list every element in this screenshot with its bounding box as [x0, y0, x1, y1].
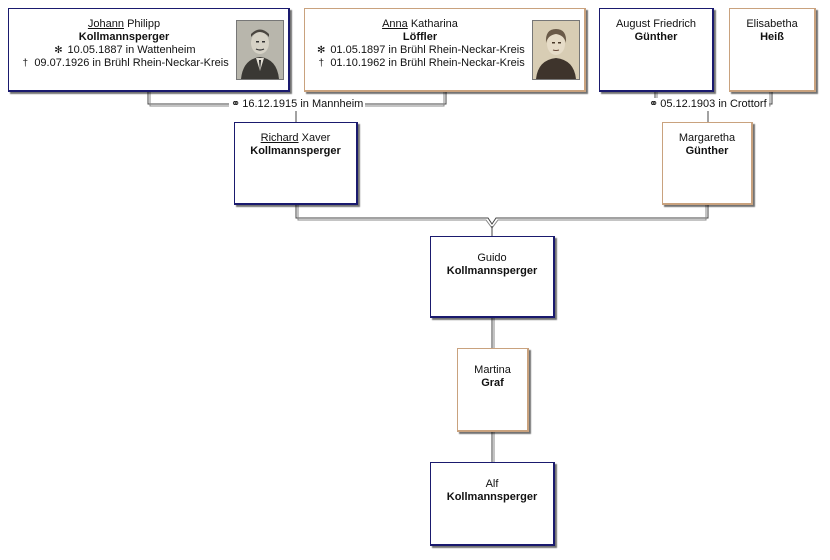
person-box-johann[interactable]: Johann Philipp Kollmannsperger ✻ 10.05.1…: [8, 8, 290, 92]
surname: Graf: [481, 377, 504, 389]
given-name-rest: Philipp: [127, 18, 161, 30]
death-text: 01.10.1962 in Brühl Rhein-Neckar-Kreis: [330, 57, 525, 69]
given-name-rest: Xaver: [301, 132, 331, 144]
person-box-anna[interactable]: Anna Katharina Löffler ✻ 01.05.1897 in B…: [304, 8, 586, 92]
person-box-guido[interactable]: Guido Kollmannsperger: [430, 236, 555, 318]
person-box-elisabetha[interactable]: Elisabetha Heiß: [729, 8, 816, 92]
surname: Kollmannsperger: [446, 491, 538, 503]
given-name-rest: Alf: [485, 478, 499, 490]
given-name-rest: Elisabetha: [746, 18, 798, 30]
given-name-primary: Anna: [382, 18, 408, 30]
death-symbol: †: [318, 58, 325, 69]
given-name-rest: August Friedrich: [615, 18, 697, 30]
person-box-martina[interactable]: Martina Graf: [457, 348, 529, 432]
person-box-margaretha[interactable]: Margaretha Günther: [662, 122, 753, 205]
given-name-rest: Guido: [477, 252, 507, 264]
given-name-rest: Katharina: [410, 18, 458, 30]
person-box-august[interactable]: August Friedrich Günther: [599, 8, 714, 92]
given-name-rest: Margaretha: [678, 132, 736, 144]
surname: Günther: [685, 145, 729, 157]
portrait-photo-anna[interactable]: [532, 20, 580, 80]
marriage-rings-icon: ⚭: [649, 98, 658, 110]
given-name-rest: Martina: [474, 364, 511, 376]
birth-symbol: ✻: [54, 45, 63, 56]
death-event: † 09.07.1926 in Brühl Rhein-Neckar-Kreis: [9, 57, 239, 70]
person-box-alf[interactable]: Alf Kollmannsperger: [430, 462, 555, 546]
birth-symbol: ✻: [317, 45, 326, 56]
surname: Kollmannsperger: [446, 265, 538, 277]
given-name-primary: Johann: [87, 18, 124, 30]
birth-text: 10.05.1887 in Wattenheim: [67, 44, 196, 56]
marriage-label-johann-anna: ⚭16.12.1915 in Mannheim: [229, 98, 366, 111]
birth-text: 01.05.1897 in Brühl Rhein-Neckar-Kreis: [330, 44, 525, 56]
given-name-primary: Richard: [260, 132, 299, 144]
person-box-richard[interactable]: Richard Xaver Kollmannsperger: [234, 122, 358, 205]
connector-richard-margaretha: [295, 205, 709, 225]
portrait-photo-johann[interactable]: [236, 20, 284, 80]
death-event: † 01.10.1962 in Brühl Rhein-Neckar-Kreis: [305, 57, 535, 70]
marriage-text: 16.12.1915 in Mannheim: [242, 98, 364, 110]
surname: Kollmannsperger: [250, 145, 341, 157]
marriage-rings-icon: ⚭: [231, 98, 240, 110]
surname: Günther: [634, 31, 678, 43]
marriage-label-august-elisabetha: ⚭05.12.1903 in Crottorf: [647, 98, 769, 111]
marriage-text: 05.12.1903 in Crottorf: [660, 98, 767, 110]
surname: Kollmannsperger: [78, 31, 170, 43]
surname: Löffler: [402, 31, 438, 43]
birth-event: ✻ 10.05.1887 in Wattenheim: [9, 44, 239, 57]
birth-event: ✻ 01.05.1897 in Brühl Rhein-Neckar-Kreis: [305, 44, 535, 57]
death-text: 09.07.1926 in Brühl Rhein-Neckar-Kreis: [34, 57, 229, 69]
death-symbol: †: [22, 58, 29, 69]
surname: Heiß: [760, 31, 784, 43]
